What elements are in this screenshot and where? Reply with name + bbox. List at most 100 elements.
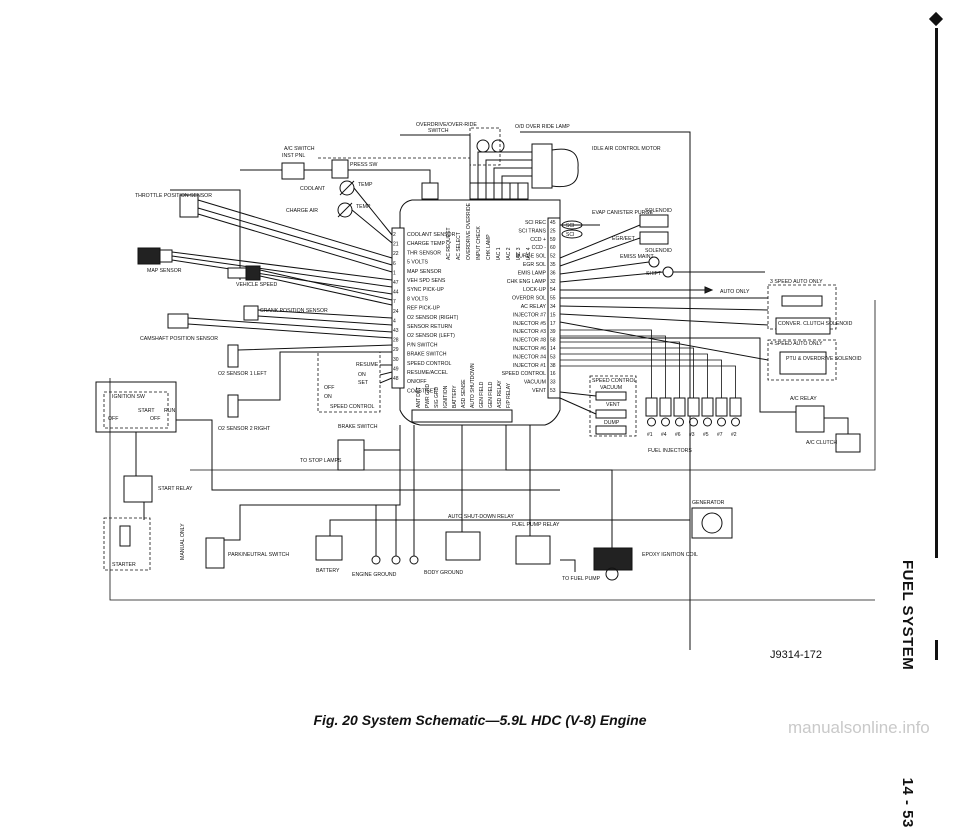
pcm-right-signal: VENT xyxy=(532,388,547,394)
ign-off2-label: OFF xyxy=(150,416,160,422)
epoxy-coil-label: EPOXY IGNITION COIL xyxy=(642,552,698,558)
pcm-top-pins xyxy=(421,182,529,200)
ignition-sw-label: IGNITION SW xyxy=(112,394,145,400)
pcm-right-pin-number: 45 xyxy=(550,220,556,226)
pcm-left-pin-number: 49 xyxy=(393,366,399,372)
o2-left-label: O2 SENSOR 1 LEFT xyxy=(218,371,268,377)
pcm-left-pin-number: 1 xyxy=(393,270,396,276)
start-relay-label: START RELAY xyxy=(158,486,193,492)
charge-air-label: CHARGE AIR xyxy=(286,208,318,214)
fuel-injector xyxy=(659,397,672,417)
iac-connector xyxy=(531,143,553,189)
injector-wire xyxy=(560,329,652,398)
battery xyxy=(315,535,343,561)
throttle-position-sensor xyxy=(179,194,199,218)
body-ground-label: BODY GROUND xyxy=(424,570,463,576)
pcm-right-pins xyxy=(547,217,561,399)
asd-relay xyxy=(445,531,481,561)
pcm-left-pin-number: 7 xyxy=(393,299,396,305)
three-speed-label: 3 SPEED AUTO ONLY xyxy=(770,279,823,285)
pcm-right-signal: SCI REC xyxy=(525,220,546,226)
pcm-right-signal: INJECTOR #1 xyxy=(513,363,546,369)
pcm-right-pin-number: 17 xyxy=(550,321,556,327)
pcm-left-pin-number: 43 xyxy=(393,328,399,334)
injector-number: #3 xyxy=(689,432,695,438)
pto-od-label: PTU & OVERDRIVE SOLENOID xyxy=(786,356,862,362)
inst-panel-label: INST PNL xyxy=(282,153,305,159)
pcm-right-pin-number: 58 xyxy=(550,338,556,344)
ac-switch xyxy=(281,162,305,180)
pcm-left-pin-number: 28 xyxy=(393,338,399,344)
pcm-left-pin-number: 24 xyxy=(393,309,399,315)
starter xyxy=(103,517,151,571)
fuel-injector xyxy=(715,397,728,417)
coolant-label: COOLANT xyxy=(300,186,326,192)
throttle-label: THROTTLE POSITION SENSOR xyxy=(135,193,212,199)
brake-switch xyxy=(337,439,365,471)
sci-connector-1 xyxy=(561,220,583,230)
margin-rule-lower xyxy=(935,640,938,660)
od-switch-contact xyxy=(476,139,490,153)
pcm-right-signal: LOCK-UP xyxy=(523,287,547,293)
injector-number: #4 xyxy=(661,432,667,438)
generator-label: GENERATOR xyxy=(692,500,725,506)
sc-vent-label: VENT xyxy=(606,402,621,408)
pcm-right-signal: PURGE SOL xyxy=(516,254,546,260)
injector-bank: #1#4#6#3#5#7#2 xyxy=(560,329,742,438)
pcm-top-signal: IAC 2 xyxy=(506,247,512,260)
vehicle-speed-label: VEHICLE SPEED xyxy=(236,282,277,288)
sc-dump-label: DUMP xyxy=(604,420,620,426)
sc-vacuum-label: VACUUM xyxy=(600,385,622,391)
pcm-right-signal: VACUUM xyxy=(524,380,546,386)
injector-wire xyxy=(560,353,708,398)
auto-only-arrow xyxy=(704,286,714,294)
iac-motor xyxy=(551,148,579,188)
injector-number: #1 xyxy=(647,432,653,438)
pcm-left-signal: REF PICK-UP xyxy=(407,306,440,312)
pcm-right-pin-number: 32 xyxy=(550,279,556,285)
injector-number: #5 xyxy=(703,432,709,438)
section-header: FUEL SYSTEM 14 - 53 xyxy=(899,560,916,828)
od-lamp-label: O/D OVER RIDE LAMP xyxy=(515,124,570,130)
ignition-switch-frame xyxy=(95,381,177,433)
pcm-right-pin-number: 53 xyxy=(550,388,556,394)
pcm-module xyxy=(399,199,561,426)
injector-nozzle xyxy=(675,417,684,427)
pcm-right-pin-number: 60 xyxy=(550,245,556,251)
evap-purge-solenoid xyxy=(639,214,669,228)
pcm-left-signal: P/N SWITCH xyxy=(407,342,438,348)
pcm-right-pin-number: 16 xyxy=(550,371,556,377)
to-fuel-pump-label: TO FUEL PUMP xyxy=(562,576,601,582)
crank-position-sensor xyxy=(243,305,259,321)
auto-only-label: AUTO ONLY xyxy=(720,289,750,295)
fuel-pump-relay-label: FUEL PUMP RELAY xyxy=(512,522,560,528)
fuel-injector xyxy=(673,397,686,417)
od-lamp xyxy=(491,139,505,153)
overdrive-switch-sub: SWITCH xyxy=(428,128,449,134)
brake-switch-label: BRAKE SWITCH xyxy=(338,424,378,430)
injector-wire xyxy=(560,335,666,398)
fuel-injector xyxy=(701,397,714,417)
start-relay xyxy=(123,475,153,503)
injector-nozzle xyxy=(731,417,740,427)
sci-tag-1: SCI xyxy=(566,223,574,229)
pto-overdrive-solenoid xyxy=(779,351,827,375)
injector-wire xyxy=(560,347,694,398)
set-label: SET xyxy=(358,380,369,386)
camshaft-label: CAMSHAFT POSITION SENSOR xyxy=(140,336,218,342)
charge-air-temp-label: TEMP xyxy=(356,204,371,210)
pcm-right-pin-number: 52 xyxy=(550,254,556,260)
pcm-left-pin-number: 4 xyxy=(393,318,396,324)
pcm-left-signal: ON/OFF xyxy=(407,379,427,385)
pcm-left-pin-number: 47 xyxy=(393,280,399,286)
battery-label: BATTERY xyxy=(316,568,340,574)
coolant-temp-label: TEMP xyxy=(358,182,373,188)
pcm-left-pin-number: 6 xyxy=(393,261,396,267)
injector-number: #2 xyxy=(731,432,737,438)
pcm-bottom-pins xyxy=(411,409,513,423)
fuel-pump-relay xyxy=(515,535,551,565)
injector-number: #6 xyxy=(675,432,681,438)
stop-lamps-label: TO STOP LAMPS xyxy=(300,458,342,464)
pcm-bottom-signal: ASD SENSE xyxy=(461,379,467,408)
sc-on-label: ON xyxy=(324,394,332,400)
